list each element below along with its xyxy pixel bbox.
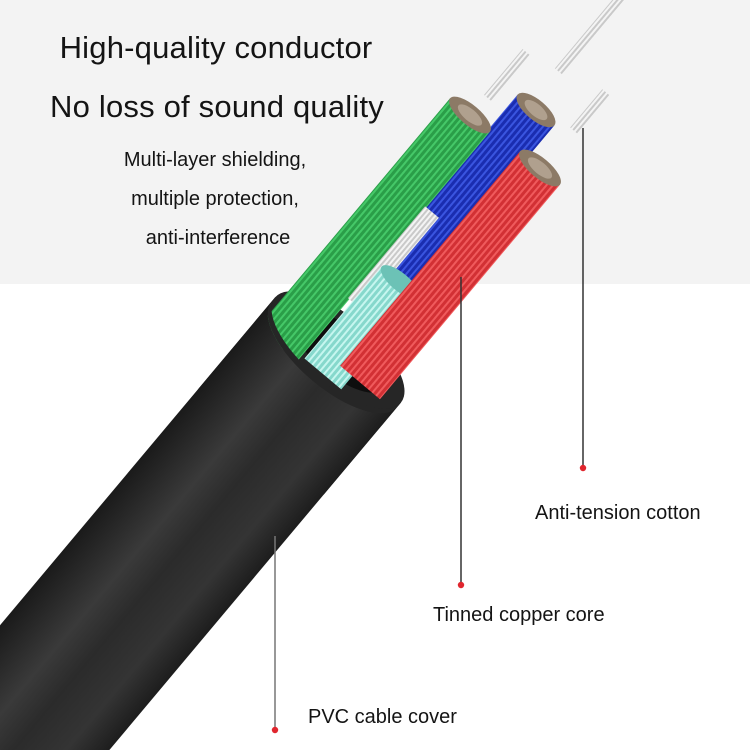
wire-green bbox=[257, 96, 491, 362]
wire-blue bbox=[356, 92, 556, 317]
callout-dot-icon bbox=[271, 726, 279, 734]
subtitle-line-3: anti-interference bbox=[145, 227, 291, 249]
callout-dot-icon bbox=[457, 581, 465, 589]
callout-label-anti-tension-cotton: Anti-tension cotton bbox=[535, 502, 701, 524]
subtitle-line-2: multiple protection, bbox=[131, 188, 299, 210]
subtitle-line-1: Multi-layer shielding, bbox=[123, 149, 307, 171]
callout-label-pvc-cable-cover: PVC cable cover bbox=[308, 706, 457, 728]
tinned-copper-strands bbox=[484, 0, 627, 134]
headline-high-quality-conductor: High-quality conductor bbox=[59, 30, 373, 65]
wire-red bbox=[340, 149, 561, 400]
callout-anti-tension-cotton-leader bbox=[579, 128, 587, 472]
callout-dot-icon bbox=[579, 464, 587, 472]
callout-tinned-copper-core-leader bbox=[457, 277, 465, 589]
callout-label-tinned-copper-core: Tinned copper core bbox=[433, 604, 605, 626]
callout-pvc-cable-cover-leader bbox=[271, 536, 279, 734]
headline-no-loss-sound-quality: No loss of sound quality bbox=[50, 89, 384, 124]
